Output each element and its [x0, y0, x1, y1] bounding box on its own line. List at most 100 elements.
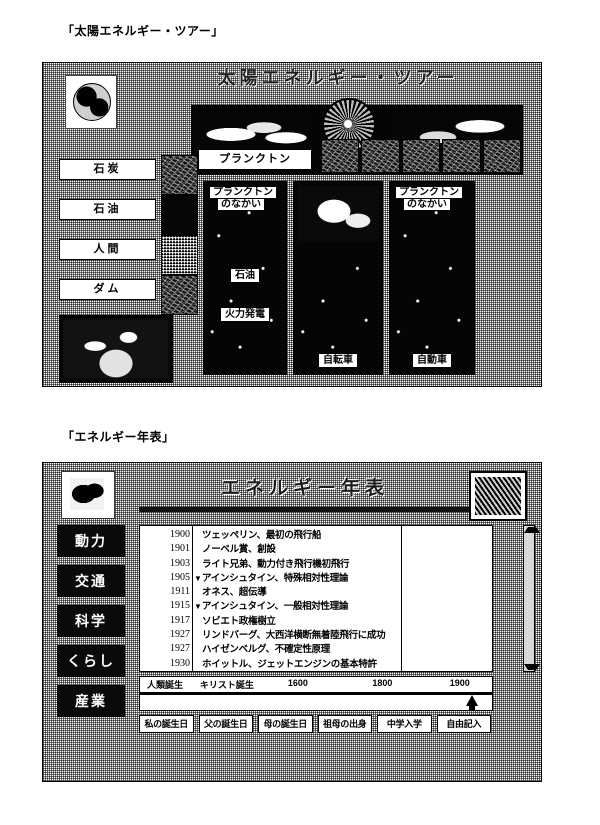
caption-energy-timeline: 「エネルギー年表」 [62, 430, 175, 444]
button-my-birthday[interactable]: 私の誕生日 [139, 715, 194, 733]
side-thumbnail-oil[interactable] [161, 195, 198, 235]
side-thumbnail-coal[interactable] [161, 155, 198, 195]
thumbnail-item[interactable] [482, 139, 522, 173]
row-event: ソビエト政権樹立 [202, 615, 276, 627]
book-icon[interactable] [469, 471, 527, 521]
button-grandmother-origin[interactable]: 祖母の出身 [317, 715, 372, 733]
thumbnail-strip [321, 139, 522, 173]
row-year: 1911 [170, 586, 190, 598]
axis-label-christ-birth: キリスト誕生 [199, 680, 254, 690]
row-year: 1901 [170, 543, 190, 555]
scroll-up-arrow-icon[interactable] [524, 527, 540, 533]
card-title-line2: のなかい [404, 199, 450, 210]
table-row[interactable]: 1911 オネス、超伝導 [140, 586, 492, 600]
earth-globe-icon[interactable] [65, 75, 117, 129]
row-year: 1915 [170, 600, 190, 612]
current-position-arrow-icon[interactable] [466, 695, 478, 711]
title-rule [139, 507, 469, 512]
card-label-automobile[interactable]: 自動車 [412, 353, 452, 368]
side-thumbnail-dam[interactable] [161, 275, 198, 315]
card-mid-label-oil[interactable]: 石油 [230, 268, 260, 283]
table-row[interactable]: 1903 ライト兄弟、動力付き飛行機初飛行 [140, 558, 492, 572]
card-title-line1: プランクトン [396, 187, 462, 198]
table-row[interactable]: 1927 リンドバーグ、大西洋横断無着陸飛行に成功 [140, 629, 492, 643]
nav-button-coal[interactable]: 石炭 [59, 159, 156, 180]
app-title-solar-tour: 太陽エネルギー・ツアー [217, 68, 459, 88]
nav-button-dam[interactable]: ダム [59, 279, 156, 300]
card-fish[interactable]: 自転車 [293, 181, 383, 375]
row-event: アインシュタイン、一般相対性理論 [202, 601, 349, 613]
era-axis-line [140, 692, 492, 695]
card-label-bicycle[interactable]: 自転車 [318, 353, 358, 368]
row-event: リンドバーグ、大西洋横断無着陸飛行に成功 [202, 630, 386, 642]
thumbnail-item[interactable] [442, 139, 481, 173]
row-event: ホイットル、ジェットエンジンの基本特許 [202, 658, 377, 670]
row-event: ツェッペリン、最初の飛行船 [202, 530, 322, 541]
button-father-birthday[interactable]: 父の誕生日 [198, 715, 253, 733]
table-row[interactable]: 1917 ソビエト政権樹立 [140, 615, 492, 629]
row-year: 1930 [170, 657, 190, 669]
row-year: 1927 [170, 629, 190, 641]
row-event: オネス、超伝導 [202, 587, 267, 599]
axis-label-1600: 1600 [287, 678, 308, 688]
nav-button-oil[interactable]: 石油 [59, 199, 156, 220]
row-marker-icon: ▼ [194, 602, 202, 612]
sidebar-item-lifestyle[interactable]: くらし [57, 645, 125, 677]
table-row[interactable]: 1930 ホイットル、ジェットエンジンの基本特許 [140, 658, 492, 672]
fish-illustration [298, 186, 378, 242]
bookmark-button-row: 私の誕生日 父の誕生日 母の誕生日 祖母の出身 中学入学 自由記入 [139, 715, 491, 733]
screenshot-energy-timeline: エネルギー年表 動力 交通 科学 くらし 産業 1900 ツェッペリン、最初の飛… [42, 462, 542, 782]
table-row[interactable]: 1900 ツェッペリン、最初の飛行船 [140, 529, 492, 543]
table-row[interactable]: 1905 ▼ アインシュタイン、特殊相対性理論 [140, 572, 492, 586]
sidebar-item-transport[interactable]: 交通 [57, 565, 125, 597]
button-mother-birthday[interactable]: 母の誕生日 [258, 715, 313, 733]
card-plankton-right[interactable]: プランクトン のなかい 自動車 [389, 181, 475, 375]
sidebar-item-industry[interactable]: 産業 [57, 685, 125, 717]
sidebar-item-science[interactable]: 科学 [57, 605, 125, 637]
thumbnail-item[interactable] [361, 139, 400, 173]
row-year: 1900 [170, 529, 190, 540]
button-middle-school-entry[interactable]: 中学入学 [377, 715, 432, 733]
table-row[interactable]: 1915 ▼ アインシュタイン、一般相対性理論 [140, 600, 492, 614]
table-row[interactable]: 1901 ノーベル賞、創設 [140, 543, 492, 557]
year-column-divider [192, 526, 193, 671]
button-free-entry[interactable]: 自由記入 [436, 715, 491, 733]
thumbnail-item[interactable] [401, 139, 441, 173]
row-event: ハイゼンベルグ、不確定性原理 [202, 644, 330, 656]
thumbnail-item[interactable] [321, 139, 360, 173]
featured-thumbnail-image [64, 320, 168, 378]
app-title-energy-timeline: エネルギー年表 [220, 478, 389, 499]
row-marker-icon: ▼ [194, 573, 202, 583]
row-event: アインシュタイン、特殊相対性理論 [202, 572, 349, 584]
row-year: 1927 [170, 643, 190, 655]
banner-cloud-left [198, 114, 308, 148]
screenshot-solar-energy-tour: 太陽エネルギー・ツアー プランクトン 石炭 石油 人間 ダム プランクトン のな… [42, 62, 542, 387]
timeline-rows: 1900 ツェッペリン、最初の飛行船 1901 ノーベル賞、創設 1903 ライ… [140, 529, 492, 672]
caption-solar-energy-tour: 「太陽エネルギー・ツアー」 [62, 24, 224, 38]
row-year: 1905 [170, 571, 190, 583]
scroll-down-arrow-icon[interactable] [524, 664, 540, 670]
card-plankton-chain[interactable]: プランクトン のなかい 石油 火力発電 [203, 181, 287, 375]
plankton-tab-label[interactable]: プランクトン [198, 149, 312, 170]
axis-label-human-birth: 人類誕生 [147, 680, 184, 690]
card-label-thermal-power[interactable]: 火力発電 [220, 307, 270, 322]
table-row[interactable]: 1927 ハイゼンベルグ、不確定性原理 [140, 643, 492, 657]
card-title-line2: のなかい [218, 199, 264, 210]
card-title-line1: プランクトン [210, 187, 276, 198]
side-thumbnail-human[interactable] [161, 235, 198, 275]
sidebar-item-power[interactable]: 動力 [57, 525, 125, 557]
axis-label-1900: 1900 [449, 678, 470, 688]
vertical-scrollbar[interactable] [523, 525, 540, 672]
whale-icon[interactable] [61, 471, 115, 519]
row-event: ノーベル賞、創設 [202, 544, 276, 556]
row-year: 1917 [170, 614, 190, 626]
list-right-divider [401, 526, 402, 671]
nav-button-human[interactable]: 人間 [59, 239, 156, 260]
era-axis[interactable]: 人類誕生 キリスト誕生 1600 1800 1900 [139, 676, 493, 711]
timeline-list[interactable]: 1900 ツェッペリン、最初の飛行船 1901 ノーベル賞、創設 1903 ライ… [139, 525, 493, 672]
axis-label-1800: 1800 [372, 678, 393, 688]
row-event: ライト兄弟、動力付き飛行機初飛行 [202, 558, 350, 570]
featured-thumbnail[interactable] [59, 315, 173, 383]
row-year: 1903 [170, 557, 190, 569]
card-background [390, 182, 474, 374]
